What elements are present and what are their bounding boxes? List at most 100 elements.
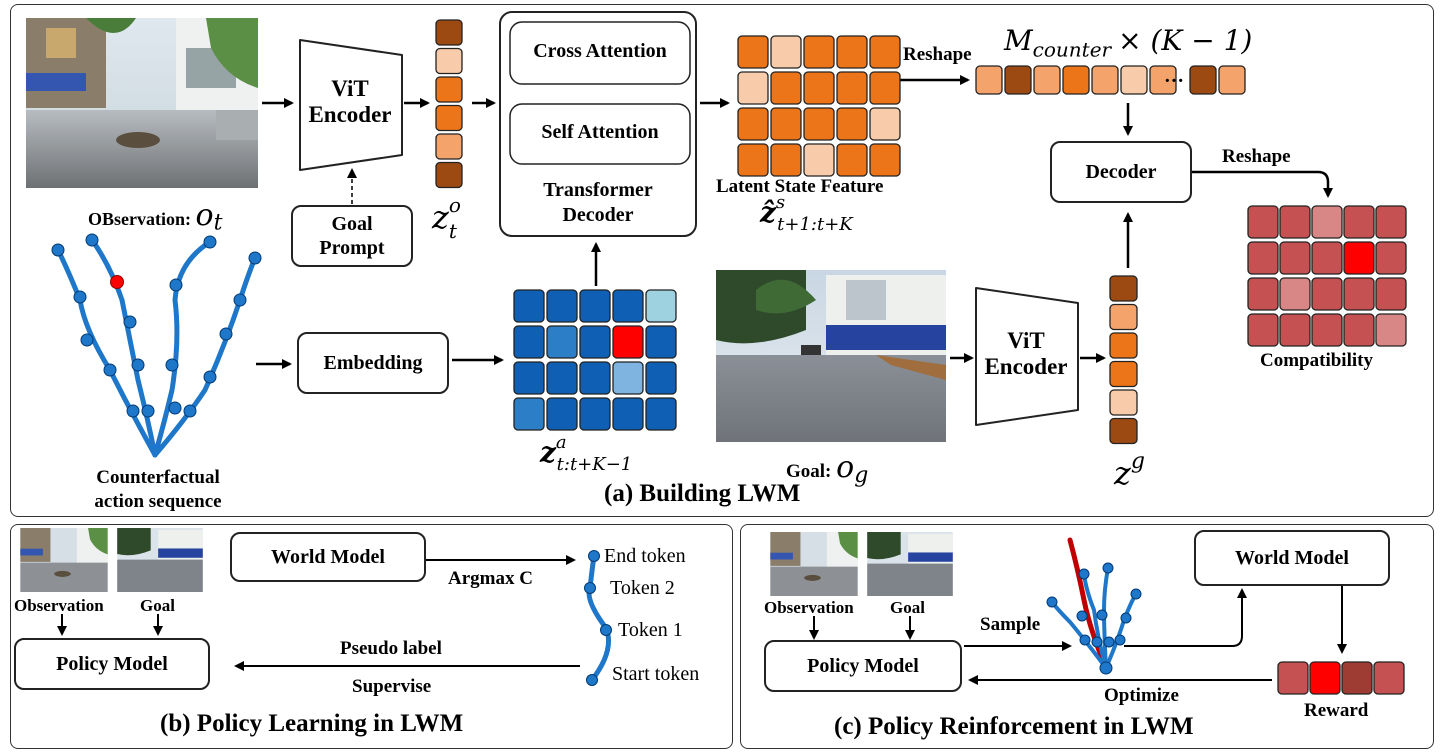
z-s-symbol: ẑst+1:t+K xyxy=(760,192,861,235)
ellipsis: ··· xyxy=(1164,70,1185,92)
latent-cell xyxy=(869,71,901,105)
latent-cell xyxy=(737,107,769,141)
goal-label-text: Goal: xyxy=(786,461,832,482)
self-attention-box xyxy=(509,103,691,165)
m-counter-label: Mcounter × (K − 1) xyxy=(1004,24,1252,62)
goal-thumb-label: Goal xyxy=(890,598,925,617)
z-o-base: z xyxy=(432,198,449,236)
vit-encoder-label: ViT Encoder xyxy=(308,76,392,128)
z-g-sup: g xyxy=(1130,449,1145,474)
z-s-base: ẑ xyxy=(760,196,776,229)
compat-cell xyxy=(1375,313,1407,347)
policy-model-box: Policy Model xyxy=(14,638,210,690)
goal-subscript: g xyxy=(854,462,869,488)
caption-policy-learning: (b) Policy Learning in LWM xyxy=(160,710,464,737)
latent-cell xyxy=(803,35,835,69)
reshape-cell xyxy=(1033,65,1061,95)
goal-thumb-label: Goal xyxy=(140,596,175,615)
observation-thumbnail xyxy=(770,532,858,596)
reshape-cell xyxy=(1189,65,1217,95)
action-cell xyxy=(645,325,677,359)
action-cell xyxy=(546,397,578,431)
z-s-sup: s xyxy=(775,192,786,213)
reward-cell xyxy=(1309,661,1341,695)
observation-image xyxy=(26,18,258,188)
z-a-sup: a xyxy=(555,432,567,453)
token1-label: Token 1 xyxy=(618,619,683,641)
zg-token xyxy=(1109,332,1138,359)
latent-cell xyxy=(737,35,769,69)
reshape-cell xyxy=(1062,65,1090,95)
reshape-cell xyxy=(1091,65,1119,95)
reshape-cell xyxy=(975,65,1003,95)
reshape-top-label: Reshape xyxy=(903,44,972,65)
latent-cell xyxy=(737,143,769,177)
action-cell xyxy=(612,397,644,431)
z-s-sub: t+1:t+K xyxy=(777,214,853,235)
reshape-cell xyxy=(1120,65,1148,95)
zg-token xyxy=(1109,389,1138,416)
compat-cell xyxy=(1279,277,1311,311)
m-counter-sub: counter xyxy=(1032,37,1112,62)
compat-cell xyxy=(1311,205,1343,239)
z-a-symbol: zat:t+K−1 xyxy=(540,432,642,475)
action-cell xyxy=(513,397,545,431)
action-cell xyxy=(645,361,677,395)
compat-cell xyxy=(1375,205,1407,239)
world-model-box: World Model xyxy=(1194,530,1390,586)
caption-building-lwm: (a) Building LWM xyxy=(604,480,801,507)
z-g-symbol: zg xyxy=(1114,449,1145,492)
panel-policy-reinforcement xyxy=(740,524,1434,749)
goal-thumbnail xyxy=(866,532,954,596)
world-model-box: World Model xyxy=(230,532,426,582)
embedding-box: Embedding xyxy=(297,332,449,394)
compat-cell xyxy=(1343,313,1375,347)
action-cell xyxy=(579,361,611,395)
reward-cell xyxy=(1373,661,1405,695)
reshape-cell xyxy=(1149,65,1177,95)
compat-cell xyxy=(1279,241,1311,275)
latent-cell xyxy=(803,107,835,141)
zg-token xyxy=(1109,275,1138,302)
action-cell xyxy=(546,289,578,323)
pseudo-label-label: Pseudo label xyxy=(340,638,442,659)
cross-attention-label: Cross Attention xyxy=(533,40,667,62)
compat-cell xyxy=(1279,205,1311,239)
compat-cell xyxy=(1343,277,1375,311)
optimize-label: Optimize xyxy=(1104,685,1179,706)
policy-model-box: Policy Model xyxy=(764,640,962,692)
compatibility-label: Compatibility xyxy=(1260,350,1373,371)
observation-thumb-label: Observation xyxy=(14,596,104,615)
transformer-decoder-label: Transformer Decoder xyxy=(543,179,653,226)
observation-label-text: OBservation: xyxy=(88,209,191,229)
goal-thumbnail xyxy=(116,528,204,592)
compat-cell xyxy=(1343,205,1375,239)
observation-label: OBservation: ot xyxy=(88,198,222,236)
reward-label: Reward xyxy=(1304,700,1369,721)
compat-cell xyxy=(1311,277,1343,311)
action-cell xyxy=(513,289,545,323)
zg-token xyxy=(1109,303,1138,331)
m-counter-base: M xyxy=(1004,24,1033,57)
zg-token xyxy=(1109,360,1138,388)
counterfactual-label: Counterfactual action sequence xyxy=(94,467,222,512)
vit-encoder-shape xyxy=(299,39,403,171)
z-o-sup: o xyxy=(448,193,461,217)
reward-cell xyxy=(1277,661,1309,695)
reshape-cell xyxy=(1004,65,1032,95)
z-g-base: z xyxy=(1114,454,1131,492)
latent-cell xyxy=(836,143,868,177)
latent-cell xyxy=(803,143,835,177)
action-cell xyxy=(612,325,644,359)
compat-cell xyxy=(1279,313,1311,347)
compat-cell xyxy=(1247,313,1279,347)
observation-thumb-label: Observation xyxy=(764,598,854,617)
compat-cell xyxy=(1247,277,1279,311)
latent-cell xyxy=(836,35,868,69)
goal-label: Goal: og xyxy=(786,450,868,488)
latent-cell xyxy=(770,35,802,69)
reward-cell xyxy=(1341,661,1373,695)
action-cell xyxy=(513,325,545,359)
compat-cell xyxy=(1247,241,1279,275)
